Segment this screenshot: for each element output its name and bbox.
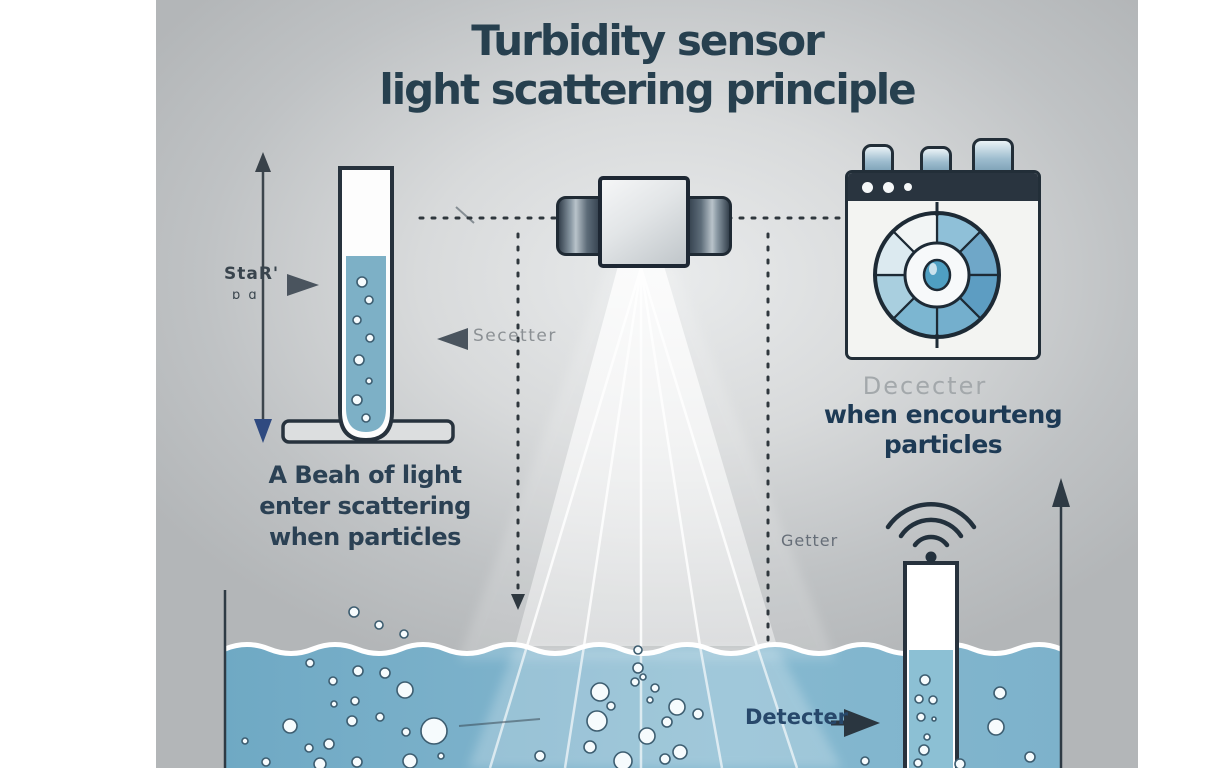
beam-caption: A Beah of light enter scattering when pa… <box>259 460 471 553</box>
scatter-label: Secetter <box>473 326 557 346</box>
gauge-center-dot <box>922 258 952 292</box>
detector-gauge <box>873 202 1001 348</box>
detector-knob <box>972 138 1014 174</box>
beam-caption-line-2: enter scattering <box>259 492 471 520</box>
detector-header-bar <box>848 173 1038 201</box>
title-line-1: Turbidity sensor <box>471 16 825 65</box>
height-sub-label: ɒ ɑ <box>232 288 259 303</box>
detecter-bottom-label: Detecter <box>745 705 849 729</box>
indicator-dot <box>862 181 873 193</box>
diagram-background <box>156 0 1138 768</box>
sensor-right-barrel <box>686 196 732 256</box>
beam-caption-line-3: when partiċles <box>269 523 461 551</box>
detector-caption-line-1: when encourteng <box>823 400 1063 429</box>
light-emitter-sensor <box>598 176 690 268</box>
title-line-2: light scattering principle <box>379 65 916 114</box>
detector-caption-line-2: particles <box>883 430 1003 459</box>
setter-label: Getter <box>781 531 839 550</box>
detector-caption: when encourteng particles <box>823 400 1063 460</box>
beam-caption-line-1: A Beah of light <box>268 461 462 489</box>
indicator-dot <box>883 181 894 193</box>
height-label: StaR' <box>224 264 280 284</box>
detector-faded-label: Dececter <box>862 372 988 400</box>
sensor-left-barrel <box>556 196 602 256</box>
indicator-dot <box>904 183 912 191</box>
page-title: Turbidity sensor light scattering princi… <box>156 16 1138 114</box>
